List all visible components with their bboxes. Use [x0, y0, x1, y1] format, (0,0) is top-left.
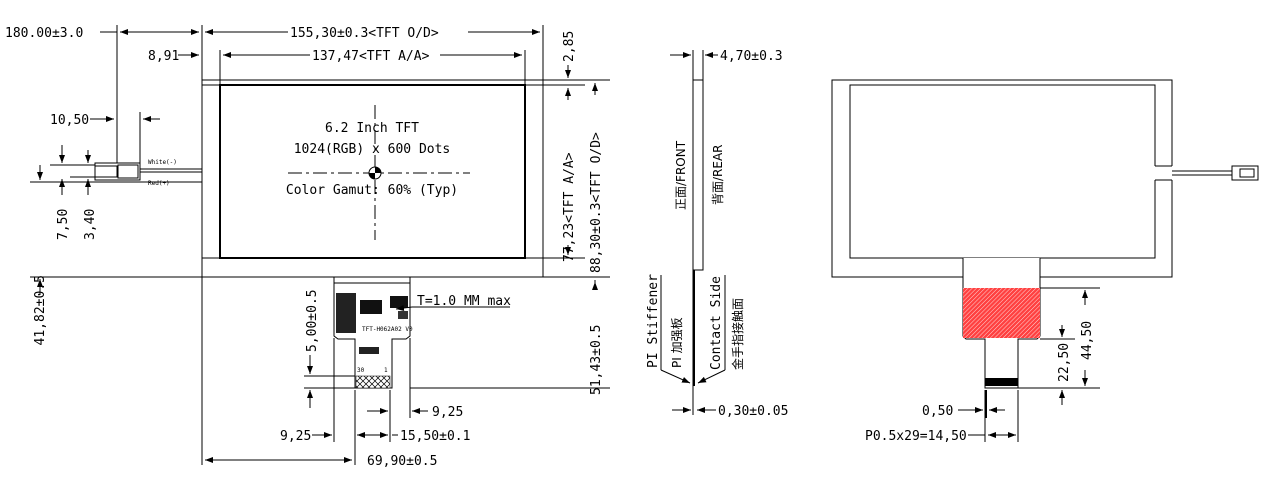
dim-rear-total: 44,50	[1080, 321, 1095, 360]
contact-side-label-en: Contact Side	[709, 276, 724, 370]
manufacturer-logo-icon	[359, 347, 379, 354]
rear-view: 44,50 22,50 0,50 P0.5x29=14,50	[831, 79, 1259, 444]
dim-fpc-left-margin: 9,25	[280, 429, 311, 444]
rear-connector-icon	[1231, 165, 1259, 181]
dim-aa-height: 77,23<TFT A/A>	[562, 152, 577, 262]
wire-white-label: White(-)	[148, 159, 177, 166]
rear-frame	[831, 79, 1173, 278]
dim-rear-tail: 22,50	[1057, 343, 1072, 382]
side-view: 4,70±0.3 正面/FRONT 背面/REAR PI Stiffener P…	[646, 49, 788, 419]
dim-outline-height: 88,30±0.3<TFT O/D>	[589, 132, 604, 273]
rear-label: 背面/REAR	[711, 144, 725, 205]
panel-title: 6.2 Inch TFT	[325, 121, 419, 136]
center-mark-icon	[288, 105, 470, 240]
stiffener-label-en: PI Stiffener	[646, 274, 661, 368]
dim-outline-width: 155,30±0.3<TFT O/D>	[290, 26, 439, 41]
fpc-contacts	[355, 375, 391, 389]
dim-fpc-contact: 5,00±0.5	[305, 289, 320, 352]
front-label: 正面/FRONT	[674, 140, 688, 210]
dim-connector-offset: 3,40	[83, 209, 98, 240]
backlight-connector-icon	[94, 162, 141, 181]
stiffener-area	[963, 288, 1040, 338]
dim-fpc-right-margin: 9,25	[432, 405, 463, 420]
dim-pitch-width: 0,50	[922, 404, 953, 419]
fpc-pin-1: 1	[384, 367, 388, 374]
dim-connector-width: 10,50	[50, 113, 89, 128]
contact-side-label-cn: 金手指接触面	[730, 298, 745, 370]
dim-connector-height: 7,50	[56, 209, 71, 240]
stiffener-label-cn: PI 加强板	[670, 317, 684, 368]
wire-red-label: Red(+)	[148, 180, 170, 187]
fpc-thickness-note: T=1.0 MM max	[417, 294, 511, 309]
side-panel	[692, 79, 704, 271]
dim-cable-length: 180.00±3.0	[5, 26, 83, 41]
dim-fpc-length: 51,43±0.5	[589, 325, 604, 395]
dim-side-thickness: 4,70±0.3	[720, 49, 783, 64]
dim-aa-offset-y: 2,85	[562, 31, 577, 62]
dim-fpc-thickness: 0,30±0.05	[718, 404, 788, 419]
dim-fpc-position: 69,90±0.5	[367, 454, 437, 469]
fpc-board: TFT-H062A02 V0 30 1	[333, 276, 413, 389]
fpc-part-number: TFT-H062A02 V0	[362, 326, 413, 333]
panel-resolution: 1024(RGB) x 600 Dots	[294, 142, 451, 157]
front-view: 6.2 Inch TFT 1024(RGB) x 600 Dots Color …	[5, 25, 610, 469]
dim-fpc-tail-width: 15,50±0.1	[400, 429, 470, 444]
fpc-pin-30: 30	[357, 367, 365, 374]
dim-pitch-total: P0.5x29=14,50	[865, 429, 967, 444]
dim-wire-y: 41,82±0.5	[33, 275, 48, 345]
contact-bar	[985, 378, 1018, 386]
panel-color-gamut: Color Gamut: 60% (Typ)	[286, 183, 458, 198]
dim-aa-width: 137,47<TFT A/A>	[312, 49, 430, 64]
dim-aa-offset-x: 8,91	[148, 49, 179, 64]
